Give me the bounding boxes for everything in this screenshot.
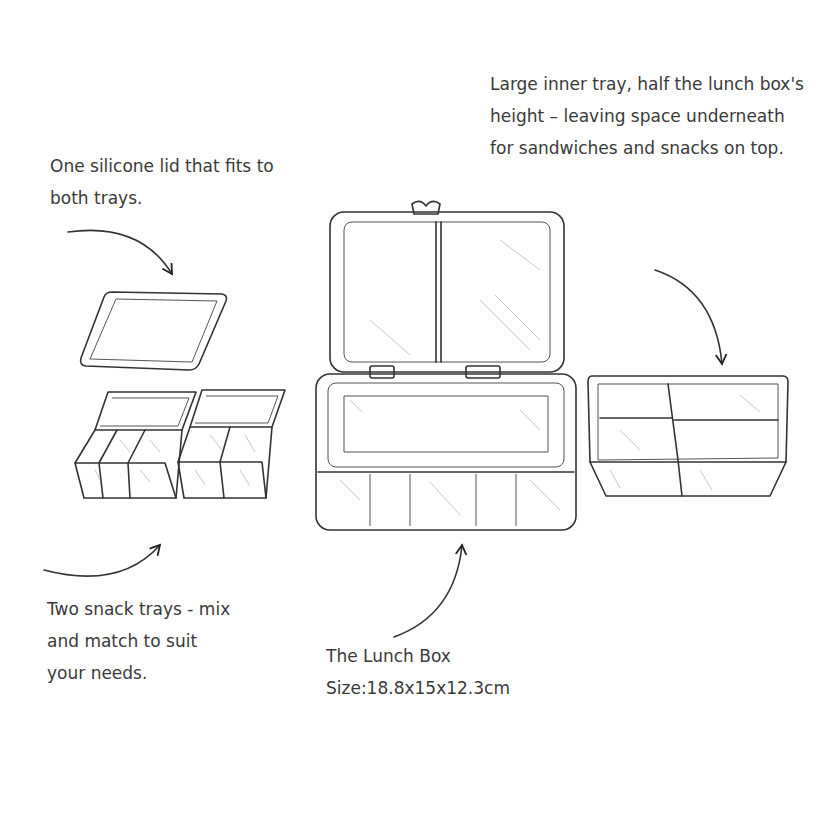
leader-arrow bbox=[68, 230, 172, 274]
leader-arrow bbox=[655, 270, 722, 364]
leader-arrow bbox=[394, 545, 462, 637]
annotation-label: Size:18.8x15x12.3cm bbox=[326, 672, 626, 704]
lunch-box bbox=[316, 201, 576, 530]
snack-tray bbox=[75, 392, 196, 498]
annotation-label: The Lunch Box bbox=[326, 640, 626, 672]
annotation-label: One silicone lid that fits to both trays… bbox=[50, 150, 312, 214]
leader-arrow bbox=[44, 545, 160, 576]
annotation-label: Large inner tray, half the lunch box's h… bbox=[490, 68, 808, 164]
leader-arrows bbox=[44, 230, 722, 637]
annotation-label: Two snack trays - mix and match to suit … bbox=[47, 593, 237, 689]
silicone-lid bbox=[81, 292, 227, 370]
inner-tray bbox=[588, 376, 788, 496]
snack-tray bbox=[178, 390, 285, 498]
